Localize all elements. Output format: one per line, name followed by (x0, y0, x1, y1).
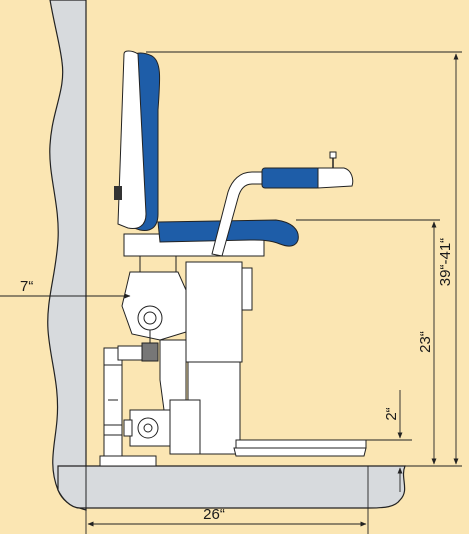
backrest (114, 50, 161, 231)
carriage (121, 271, 187, 411)
footrest-height-label: 2“ (383, 407, 400, 420)
main-column (169, 261, 253, 455)
armrest (211, 151, 354, 257)
floor (57, 465, 406, 509)
rail-base (99, 455, 157, 467)
overall-height-label: 39“-41“ (437, 238, 454, 286)
rail-tube (103, 345, 145, 457)
wall (47, 0, 87, 511)
rail-offset-label: 7“ (20, 278, 33, 295)
depth-label: 26“ (203, 506, 225, 523)
seat-height-label: 23“ (417, 331, 434, 353)
lower-drive (123, 409, 171, 447)
footrest (233, 439, 367, 457)
